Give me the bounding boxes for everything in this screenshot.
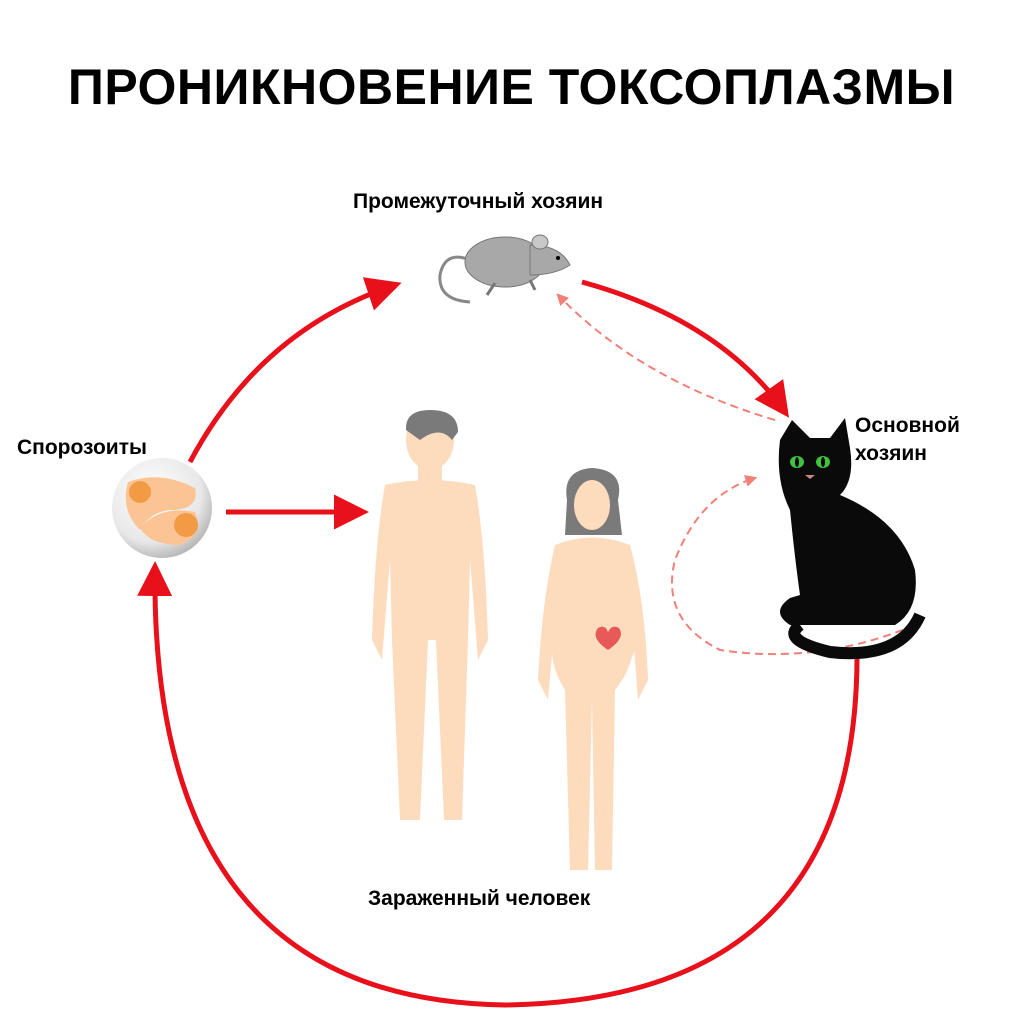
cat-icon <box>778 418 926 660</box>
page-title: ПРОНИКНОВЕНИЕ ТОКСОПЛАЗМЫ <box>67 59 956 115</box>
main-host-label-line2: хозяин <box>855 442 927 465</box>
fetus-heart-icon <box>595 626 621 650</box>
main-host-label-line1: Основной <box>855 414 960 437</box>
arrow-cat-to-sporozoites <box>137 561 860 1008</box>
infected-human-label: Зараженный человек <box>368 887 591 910</box>
intermediate-host-label: Промежуточный хозяин <box>353 190 604 213</box>
main-host-label: Основной хозяин <box>855 412 960 468</box>
arrow-sporozoites-to-mouse <box>187 277 402 464</box>
mouse-icon <box>438 234 571 304</box>
pregnant-woman-figure <box>538 468 648 870</box>
sporozoite-icon <box>112 458 212 558</box>
sporozoites-label: Спорозоиты <box>17 436 147 459</box>
man-figure <box>372 410 488 820</box>
arrow-mouse-to-cat <box>581 279 790 418</box>
dashed-arrow-cat-to-mouse <box>556 293 776 421</box>
